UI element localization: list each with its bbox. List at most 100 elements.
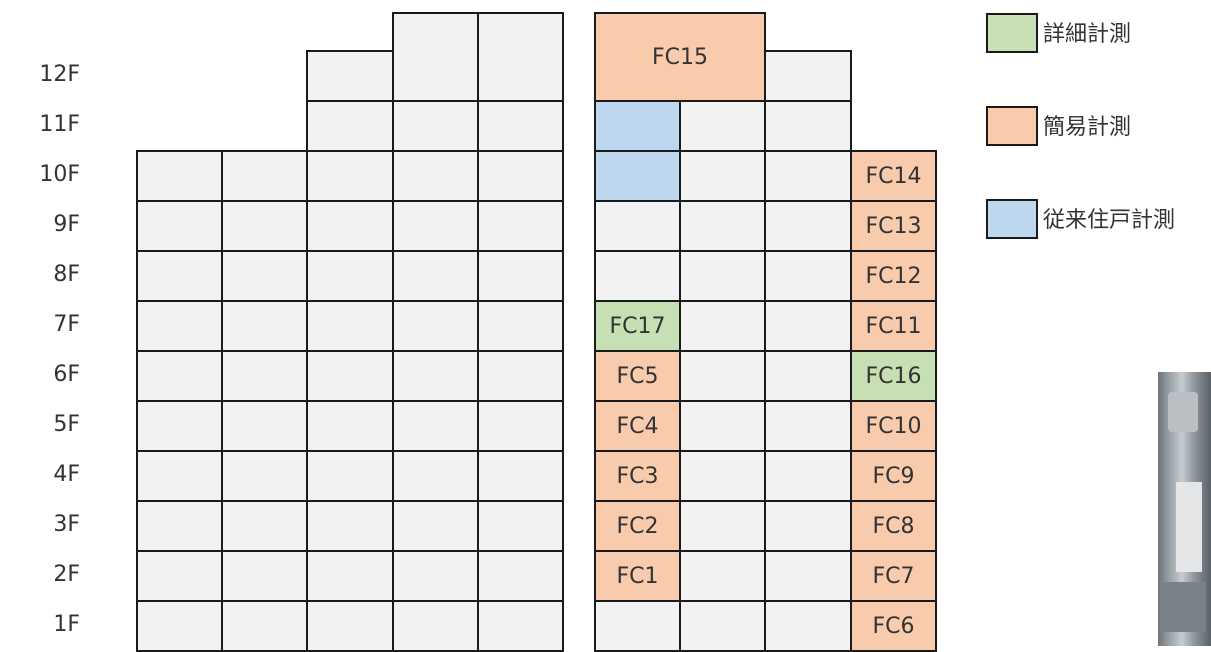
unit-cell [764, 300, 852, 352]
floor-label: 1F [53, 612, 80, 637]
unit-cell-fc9: FC9 [850, 450, 937, 502]
unit-cell [221, 500, 308, 552]
unit-cell [477, 100, 564, 152]
unit-cell [392, 600, 479, 652]
unit-cell [594, 250, 681, 302]
unit-cell [392, 100, 479, 152]
floor-label: 7F [53, 312, 80, 337]
unit-cell [392, 12, 479, 102]
unit-cell [679, 200, 766, 252]
unit-cell [764, 50, 852, 102]
unit-cell-fc16: FC16 [850, 350, 937, 402]
unit-cell [136, 600, 223, 652]
unit-cell [679, 300, 766, 352]
unit-cell [392, 300, 479, 352]
unit-cell [136, 200, 223, 252]
floor-label: 8F [53, 262, 80, 287]
legend-swatch-conventional [986, 199, 1038, 239]
unit-cell [136, 350, 223, 402]
unit-cell [392, 550, 479, 602]
unit-cell [679, 350, 766, 402]
floor-label: 11F [39, 112, 80, 137]
unit-cell [306, 100, 394, 152]
unit-cell [392, 450, 479, 502]
unit-cell [679, 150, 766, 202]
unit-cell [221, 550, 308, 602]
unit-cell [764, 450, 852, 502]
unit-cell-fc5: FC5 [594, 350, 681, 402]
unit-cell-fc3: FC3 [594, 450, 681, 502]
floor-label: 3F [53, 512, 80, 537]
equipment-photo [1158, 372, 1211, 646]
unit-cell [477, 400, 564, 452]
unit-cell [477, 350, 564, 402]
unit-cell [392, 200, 479, 252]
unit-cell-fc15: FC15 [594, 12, 766, 102]
unit-cell [306, 300, 394, 352]
unit-cell [594, 200, 681, 252]
unit-cell-fc6: FC6 [850, 600, 937, 652]
unit-cell [306, 200, 394, 252]
unit-cell [764, 350, 852, 402]
unit-cell [306, 400, 394, 452]
unit-cell [221, 450, 308, 502]
unit-cell [764, 550, 852, 602]
unit-cell-conventional [594, 100, 681, 152]
unit-cell [136, 550, 223, 602]
unit-cell-fc17: FC17 [594, 300, 681, 352]
unit-cell [764, 500, 852, 552]
unit-cell [136, 500, 223, 552]
unit-cell [221, 250, 308, 302]
unit-cell [679, 600, 766, 652]
unit-cell [306, 600, 394, 652]
unit-cell-fc8: FC8 [850, 500, 937, 552]
legend-label-detail: 詳細計測 [1043, 22, 1132, 47]
unit-cell [477, 200, 564, 252]
floor-label: 4F [53, 462, 80, 487]
unit-cell [764, 600, 852, 652]
unit-cell [136, 150, 223, 202]
unit-cell [306, 450, 394, 502]
unit-cell [221, 600, 308, 652]
unit-cell [306, 350, 394, 402]
unit-cell-fc13: FC13 [850, 200, 937, 252]
unit-cell-conventional [594, 150, 681, 202]
unit-cell [221, 150, 308, 202]
unit-cell [306, 500, 394, 552]
unit-cell [136, 300, 223, 352]
unit-cell-fc1: FC1 [594, 550, 681, 602]
unit-cell [764, 150, 852, 202]
unit-cell [764, 100, 852, 152]
unit-cell [136, 250, 223, 302]
unit-cell [477, 150, 564, 202]
unit-cell [136, 400, 223, 452]
unit-cell [306, 150, 394, 202]
unit-cell [477, 12, 564, 102]
unit-cell [221, 200, 308, 252]
floor-label: 12F [39, 62, 80, 87]
unit-cell [679, 100, 766, 152]
unit-cell-fc10: FC10 [850, 400, 937, 452]
unit-cell [136, 450, 223, 502]
unit-cell-fc2: FC2 [594, 500, 681, 552]
unit-cell-fc14: FC14 [850, 150, 937, 202]
unit-cell [764, 400, 852, 452]
legend-swatch-simple [986, 106, 1038, 146]
legend-swatch-detail [986, 13, 1038, 53]
unit-cell [477, 250, 564, 302]
unit-cell-fc12: FC12 [850, 250, 937, 302]
unit-cell [306, 250, 394, 302]
unit-cell [477, 550, 564, 602]
legend-label-conventional: 従来住戸計測 [1043, 208, 1176, 233]
floor-label: 9F [53, 212, 80, 237]
floor-label: 6F [53, 362, 80, 387]
unit-cell [221, 400, 308, 452]
unit-cell-fc7: FC7 [850, 550, 937, 602]
unit-cell [392, 350, 479, 402]
unit-cell [392, 150, 479, 202]
unit-cell [679, 450, 766, 502]
unit-cell [306, 550, 394, 602]
unit-cell [477, 300, 564, 352]
unit-cell [679, 400, 766, 452]
unit-cell [306, 50, 394, 102]
